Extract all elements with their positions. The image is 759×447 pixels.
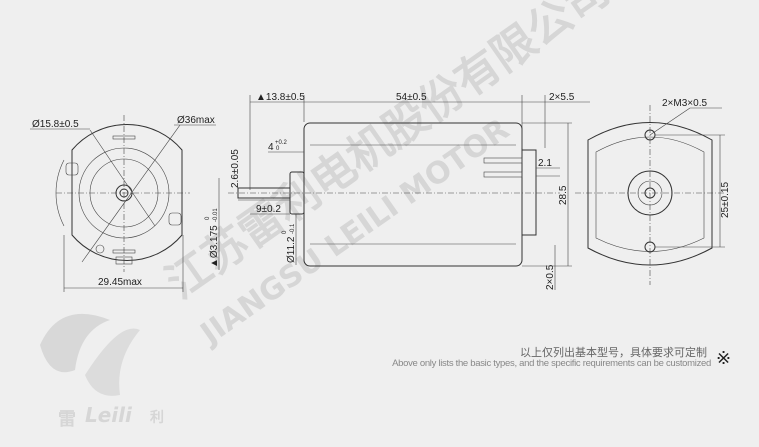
- side-view: ▲13.8±0.5 54±0.5 2×5.5 4 +0.2 0 2.6±0.05…: [205, 92, 590, 290]
- dim-inner-dia: Ø15.8±0.5: [32, 119, 79, 130]
- dim-boss: 4: [268, 142, 274, 153]
- note-mark: ※: [716, 348, 732, 368]
- dim-shaft-tol-upper: 0: [205, 216, 211, 220]
- dim-shaft-len: 9±0.2: [256, 204, 281, 215]
- logo-mark: 利: [150, 409, 164, 426]
- watermark-company-cn: 江苏雷利电机股份有限公司: [157, 0, 619, 309]
- dim-flat: 2.6±0.05: [230, 149, 241, 188]
- dim-bottom: 2×0.5: [545, 264, 556, 290]
- rear-view: 2×M3×0.5 25±0.15: [575, 98, 731, 285]
- dim-boss-tol-lower: 0: [276, 146, 280, 152]
- dim-body-length: 54±0.5: [396, 92, 427, 103]
- logo-en: Leili: [85, 403, 133, 427]
- leili-logo: 雷 Leili 利: [40, 313, 164, 430]
- note-cn: 以上仅列出基本型号，具体要求可定制: [520, 347, 707, 359]
- dim-boss-tol-upper: +0.2: [275, 140, 288, 146]
- dim-screw: 2×M3×0.5: [662, 98, 707, 109]
- dim-terminal-offset: 2.1: [538, 158, 552, 169]
- dim-shaft-tol-lower: -0.01: [213, 208, 219, 222]
- dim-hole-spacing: 25±0.15: [720, 181, 731, 218]
- dim-boss-dia: Ø11.2: [286, 236, 297, 263]
- dim-boss-dia-tol-lower: -0.1: [290, 223, 296, 234]
- dim-height: 28.5: [558, 185, 569, 205]
- note-en: Above only lists the basic types, and th…: [392, 358, 711, 369]
- dim-boss-dia-tol-upper: 0: [282, 230, 288, 234]
- dim-shaft-dia: ▲Ø3.175: [209, 225, 220, 268]
- front-view: Ø15.8±0.5 Ø36max 29.45max: [30, 115, 216, 292]
- logo-cn: 雷: [58, 409, 76, 430]
- dim-width: 29.45max: [98, 277, 142, 288]
- dim-outer-dia: Ø36max: [177, 115, 215, 126]
- dim-flange: ▲13.8±0.5: [256, 92, 305, 103]
- dim-terminal: 2×5.5: [549, 92, 575, 103]
